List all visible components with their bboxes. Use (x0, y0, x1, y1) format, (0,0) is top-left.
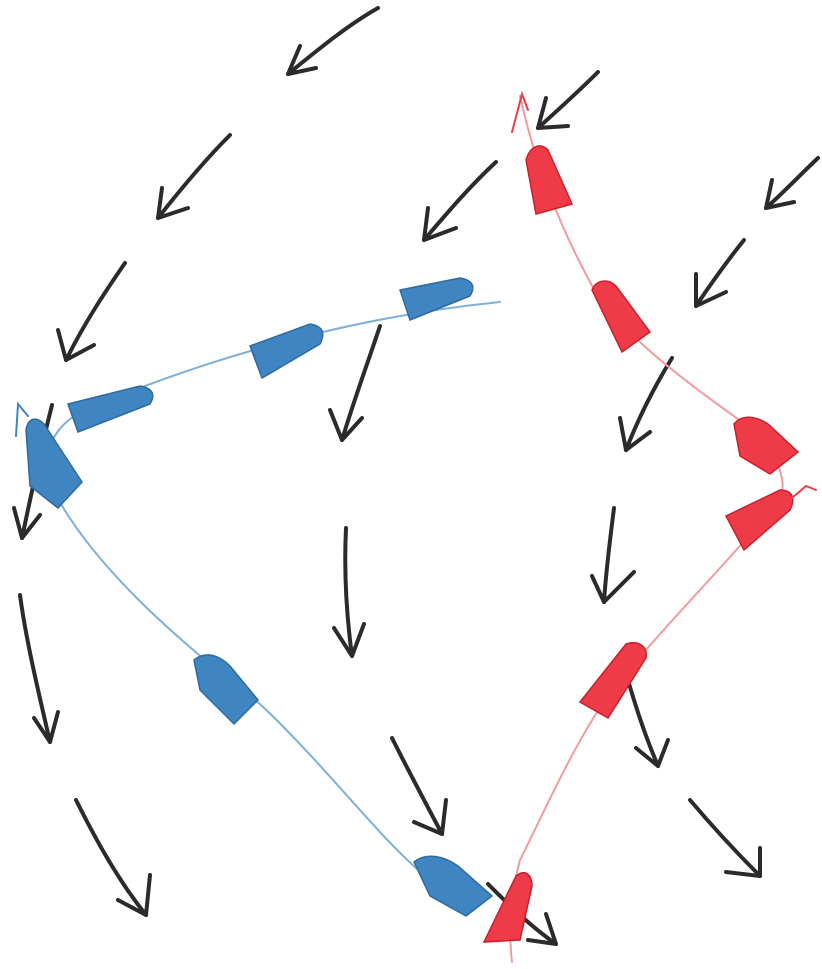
wind-arrow-icon (626, 678, 670, 768)
wind-arrow-icon (590, 506, 636, 604)
sailboat-hull-icon (67, 385, 154, 433)
sailboat-hull-icon (482, 872, 533, 943)
sailboat-hull-icon (578, 642, 647, 720)
wind-arrow-icon (286, 6, 380, 76)
wind-arrow-icon (688, 798, 762, 878)
wind-arrow-icon (390, 736, 448, 836)
wind-arrow-icon (618, 356, 674, 452)
sailboat-hull-icon (525, 145, 574, 215)
wind-arrow-icon (764, 156, 820, 210)
wind-arrow-icon (536, 70, 600, 130)
wind-arrow-icon (694, 238, 746, 308)
blue-boat-track (42, 301, 501, 881)
sailboat-hull-icon (399, 277, 474, 321)
sailboat-hull-icon (724, 489, 794, 552)
tack-marks (15, 90, 817, 499)
sailboat-hull-icon (25, 418, 83, 510)
wind-arrow-icon (74, 798, 152, 917)
wind-arrow-icon (18, 593, 60, 744)
sailboat-hull-icon (193, 654, 260, 726)
blue-boats (25, 277, 494, 917)
wind-arrow-icon (332, 526, 366, 658)
wind-arrow-icon (156, 133, 232, 220)
wind-arrow-icon (328, 324, 382, 442)
wind-arrow-icon (56, 261, 127, 362)
wind-arrow-icon (422, 160, 498, 242)
sailboat-hull-icon (249, 323, 324, 380)
sailboat-hull-icon (733, 416, 800, 475)
wind-arrows (12, 6, 820, 946)
sailboat-hull-icon (413, 855, 494, 917)
red-boats (482, 145, 800, 943)
sailboat-hull-icon (591, 280, 652, 354)
